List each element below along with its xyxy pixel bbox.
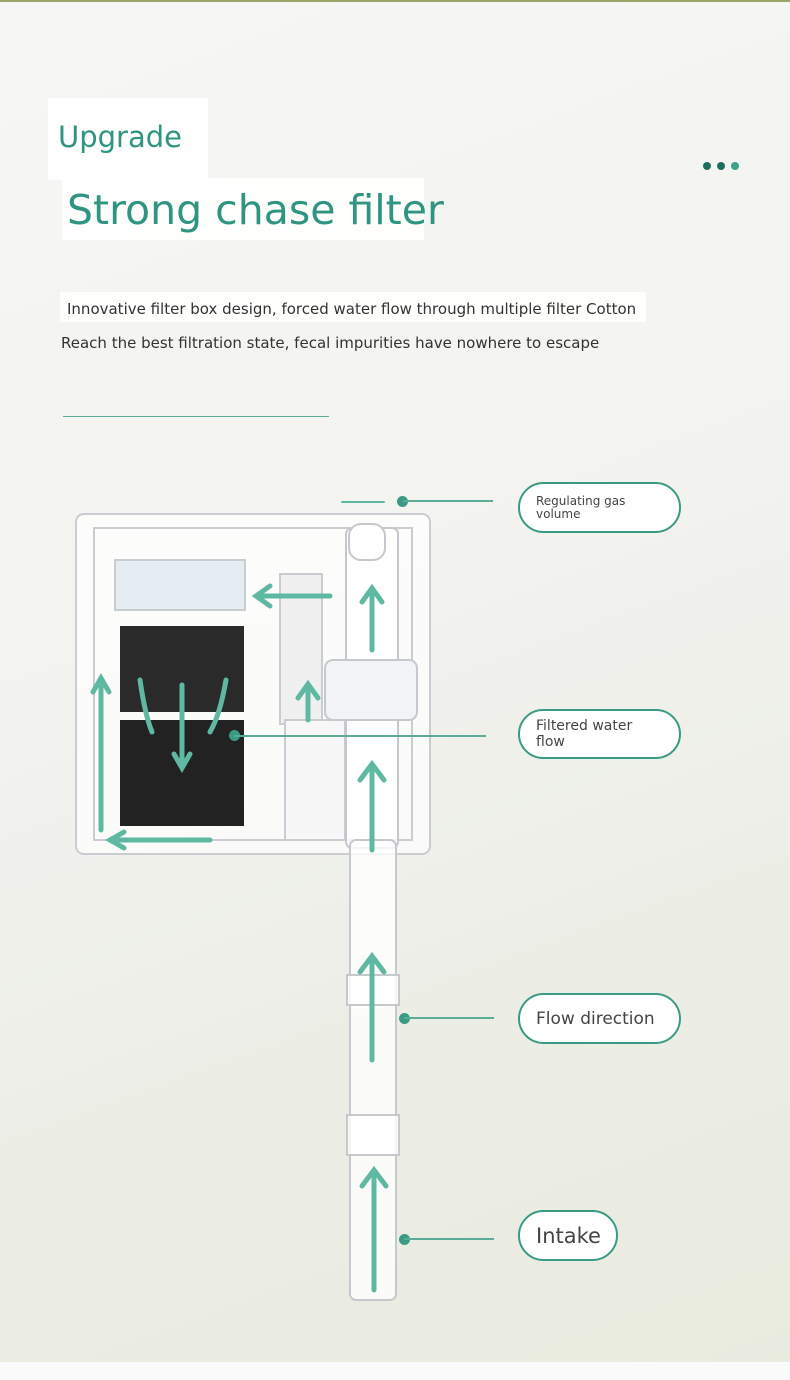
callout-line <box>404 1238 494 1240</box>
kicker-panel <box>48 98 208 180</box>
kicker-text: Upgrade <box>58 120 182 154</box>
title-panel <box>62 178 424 240</box>
divider <box>63 416 329 417</box>
callout-label: Regulating gas volume <box>536 493 626 521</box>
callout-flow-direction: Flow direction <box>518 993 681 1044</box>
floor-strip <box>0 1362 790 1380</box>
callout-dot <box>397 496 408 507</box>
callout-filtered-water: Filtered water flow <box>518 709 681 759</box>
callout-label: Intake <box>536 1223 601 1248</box>
decorative-dots-icon <box>703 162 739 170</box>
description-line-2: Reach the best filtration state, fecal i… <box>61 334 600 352</box>
callout-intake: Intake <box>518 1210 618 1261</box>
top-border <box>0 0 790 2</box>
callout-line <box>403 500 493 502</box>
description-line-1: Innovative filter box design, forced wat… <box>67 300 637 318</box>
callout-regulating-gas: Regulating gas volume <box>518 482 681 533</box>
callout-line <box>234 735 486 737</box>
callout-label: Filtered water flow <box>536 718 633 750</box>
callout-label: Flow direction <box>536 1008 655 1029</box>
desc-panel <box>60 292 646 322</box>
page-title: Strong chase filter <box>67 186 444 234</box>
flow-arrows <box>90 501 389 1293</box>
callout-line <box>404 1017 494 1019</box>
